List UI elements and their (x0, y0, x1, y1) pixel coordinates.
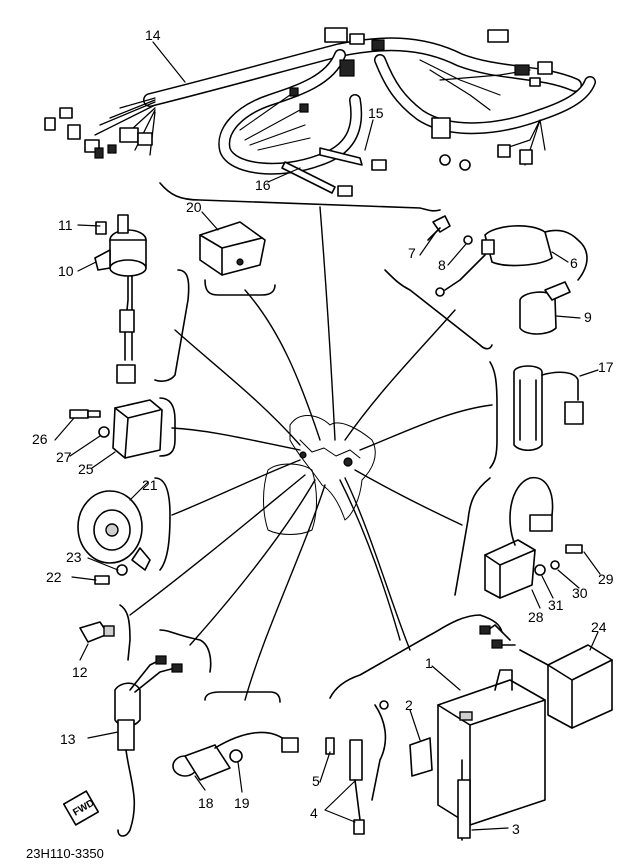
wire-harness (44, 27, 596, 175)
callout-4: 4 (310, 805, 318, 821)
callout-18: 18 (198, 795, 214, 811)
callout-9: 9 (584, 309, 592, 325)
cdi-box (479, 624, 613, 729)
callout-leaders (54, 41, 601, 831)
neutral-switch (79, 621, 115, 643)
callout-25: 25 (78, 461, 94, 477)
callout-1: 1 (425, 655, 433, 671)
ignition-switch (94, 214, 147, 384)
callout-22: 22 (46, 569, 62, 585)
callout-14: 14 (145, 27, 161, 43)
regulator (484, 476, 583, 599)
fuse-holder (325, 700, 389, 835)
drawing-code: 23H110-3350 (26, 846, 104, 861)
callout-30: 30 (572, 585, 588, 601)
callout-8: 8 (438, 257, 446, 273)
rectifier (69, 399, 163, 459)
callout-11: 11 (58, 217, 73, 233)
ignition-lead (62, 655, 183, 837)
callout-28: 28 (528, 609, 544, 625)
callouts: 14 15 16 11 10 20 7 8 6 9 17 26 27 25 21… (32, 27, 614, 837)
callout-5: 5 (312, 773, 320, 789)
callout-19: 19 (234, 795, 250, 811)
callout-10: 10 (58, 263, 74, 279)
callout-2: 2 (405, 697, 413, 713)
sensor-unit (172, 731, 299, 781)
frame-outline (263, 415, 376, 535)
callout-13: 13 (60, 731, 76, 747)
callout-26: 26 (32, 431, 48, 447)
group-brackets (119, 182, 503, 703)
callout-23: 23 (66, 549, 82, 565)
callout-21: 21 (142, 477, 158, 493)
callout-17: 17 (598, 359, 614, 375)
callout-6: 6 (570, 255, 578, 271)
callout-24: 24 (591, 619, 607, 635)
callout-7: 7 (408, 245, 416, 261)
callout-3: 3 (512, 821, 520, 837)
callout-12: 12 (72, 664, 88, 680)
ignition-coil (427, 215, 588, 335)
callout-16: 16 (255, 177, 271, 193)
leader-lines (129, 206, 493, 701)
relay-unit (199, 221, 266, 276)
callout-31: 31 (548, 597, 564, 613)
horn (77, 490, 151, 585)
harness-clamps (281, 147, 387, 197)
flasher-unit (513, 365, 584, 452)
battery (409, 669, 546, 841)
callout-29: 29 (598, 571, 614, 587)
callout-15: 15 (368, 105, 384, 121)
callout-27: 27 (56, 449, 72, 465)
callout-20: 20 (186, 199, 202, 215)
